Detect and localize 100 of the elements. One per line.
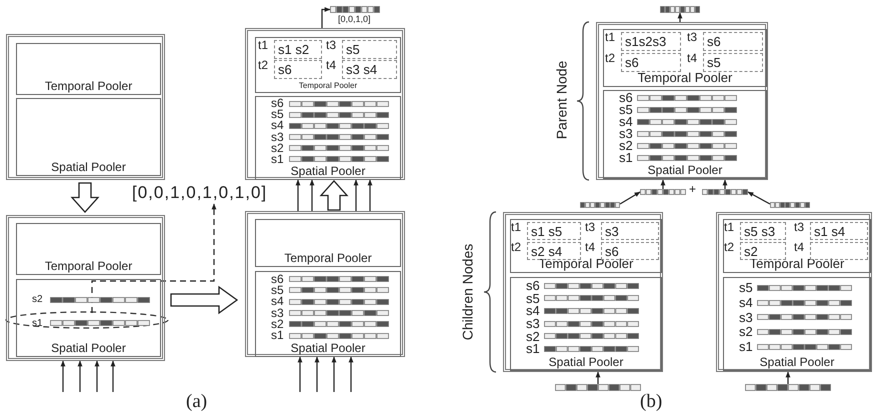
label: t1 bbox=[605, 31, 616, 44]
state-label: s2 bbox=[739, 326, 754, 338]
label: t3 bbox=[585, 221, 596, 234]
arrow bbox=[786, 371, 790, 384]
node-frame bbox=[716, 212, 872, 372]
hollow-arrow bbox=[70, 182, 100, 213]
state-group: s3 s4 bbox=[342, 60, 397, 79]
pooler-title: Temporal Pooler bbox=[283, 252, 373, 265]
spatial-pooler-box bbox=[255, 271, 401, 357]
state-label: s2 bbox=[619, 140, 634, 152]
state-label: s2 bbox=[271, 142, 285, 154]
arrow bbox=[368, 179, 372, 211]
pooler-title: Spatial Pooler bbox=[290, 164, 366, 178]
state-label: s1 bbox=[619, 152, 634, 164]
bit-vector-drawing bbox=[770, 202, 810, 208]
spatial-pooler-box bbox=[723, 277, 871, 371]
arrow bbox=[332, 356, 336, 392]
spatial-pooler-box bbox=[16, 98, 161, 176]
group-label: Parent Node bbox=[554, 60, 570, 140]
pooler-title: Spatial Pooler bbox=[646, 164, 724, 177]
label: t3 bbox=[794, 221, 804, 234]
state-group: s2 s4 bbox=[527, 242, 581, 260]
state-label: s4 bbox=[271, 296, 285, 308]
node-frame bbox=[245, 28, 405, 180]
node-frame bbox=[6, 215, 165, 361]
state-label: s2 bbox=[271, 319, 285, 330]
node-frame bbox=[245, 211, 405, 357]
arrow bbox=[310, 179, 314, 211]
arrow bbox=[354, 179, 358, 211]
state-label: s4 bbox=[271, 120, 285, 132]
state-label: s3 bbox=[271, 132, 285, 142]
state-group: s6 bbox=[274, 60, 322, 79]
label: t3 bbox=[687, 31, 698, 44]
arrow bbox=[60, 360, 66, 392]
node-frame bbox=[503, 212, 663, 372]
state-label: s5 bbox=[271, 109, 285, 120]
temporal-pooler-box bbox=[510, 219, 662, 273]
label: t2 bbox=[258, 59, 268, 72]
panel-label: (a) bbox=[186, 392, 208, 413]
state-label: s5 bbox=[739, 282, 754, 294]
label: t4 bbox=[794, 241, 804, 254]
arrow bbox=[678, 12, 682, 22]
label: [0,0,1,0] bbox=[338, 15, 371, 25]
arrow bbox=[314, 356, 320, 392]
arrow bbox=[298, 356, 302, 392]
state-label: s3 bbox=[526, 318, 541, 330]
binary-vector-label: [0,0,1,0,1,0,1,0] bbox=[132, 182, 268, 204]
state-label: s4 bbox=[619, 116, 634, 128]
label: t2 bbox=[605, 52, 616, 66]
state-label: s3 bbox=[739, 312, 754, 324]
temporal-pooler-box bbox=[255, 219, 401, 267]
state-group: s1 s5 bbox=[527, 222, 581, 240]
state-group: s6 bbox=[703, 32, 763, 51]
state-group: s1 s4 bbox=[810, 222, 868, 240]
dashed-arrow bbox=[91, 203, 216, 313]
state-label: s5 bbox=[619, 104, 634, 116]
temporal-pooler-box bbox=[16, 223, 161, 275]
bit-vector-drawing bbox=[640, 189, 686, 195]
pooler-title: Temporal Pooler bbox=[298, 82, 358, 91]
node-frame bbox=[596, 22, 768, 180]
state-label: s5 bbox=[526, 292, 541, 304]
panel-label: (b) bbox=[640, 392, 662, 413]
state-group: s5 bbox=[342, 40, 397, 59]
state-group: s6 bbox=[601, 242, 659, 260]
spatial-pooler-box bbox=[510, 277, 662, 371]
state-label: s2 bbox=[526, 330, 541, 342]
spatial-pooler-box bbox=[16, 279, 161, 357]
label: t1 bbox=[511, 221, 522, 234]
bit-vector-drawing bbox=[745, 384, 831, 391]
arrow bbox=[722, 179, 728, 189]
temporal-pooler-box bbox=[16, 43, 161, 95]
temporal-pooler-box bbox=[255, 37, 401, 93]
state-label: s1 bbox=[32, 318, 44, 328]
arrow bbox=[348, 356, 354, 392]
label: t1 bbox=[258, 39, 268, 52]
label: t2 bbox=[511, 241, 522, 254]
state-label: s6 bbox=[271, 274, 285, 284]
temporal-pooler-box bbox=[723, 219, 871, 273]
hollow-arrow bbox=[170, 286, 238, 314]
state-label: s1 bbox=[526, 343, 541, 355]
arrow bbox=[110, 360, 116, 392]
spatial-pooler-box bbox=[255, 96, 401, 180]
state-label: s6 bbox=[619, 92, 634, 104]
state-group: s5 s3 bbox=[740, 222, 786, 240]
pooler-title: Temporal Pooler bbox=[44, 260, 134, 273]
label: t1 bbox=[724, 221, 734, 234]
arrow bbox=[78, 360, 82, 392]
arrow bbox=[94, 360, 100, 392]
arrow bbox=[596, 371, 600, 384]
pooler-title: Spatial Pooler bbox=[758, 356, 836, 369]
state-group: s5 bbox=[703, 53, 763, 72]
arrow bbox=[660, 179, 666, 189]
pooler-title: Spatial Pooler bbox=[548, 356, 624, 369]
state-label: s1 bbox=[271, 154, 285, 164]
arrow bbox=[321, 7, 331, 28]
pooler-title: Spatial Pooler bbox=[50, 342, 127, 355]
arrow bbox=[747, 191, 770, 205]
pooler-title: Temporal Pooler bbox=[636, 70, 734, 85]
state-label: s4 bbox=[739, 296, 754, 308]
state-group: s2 bbox=[740, 242, 786, 260]
